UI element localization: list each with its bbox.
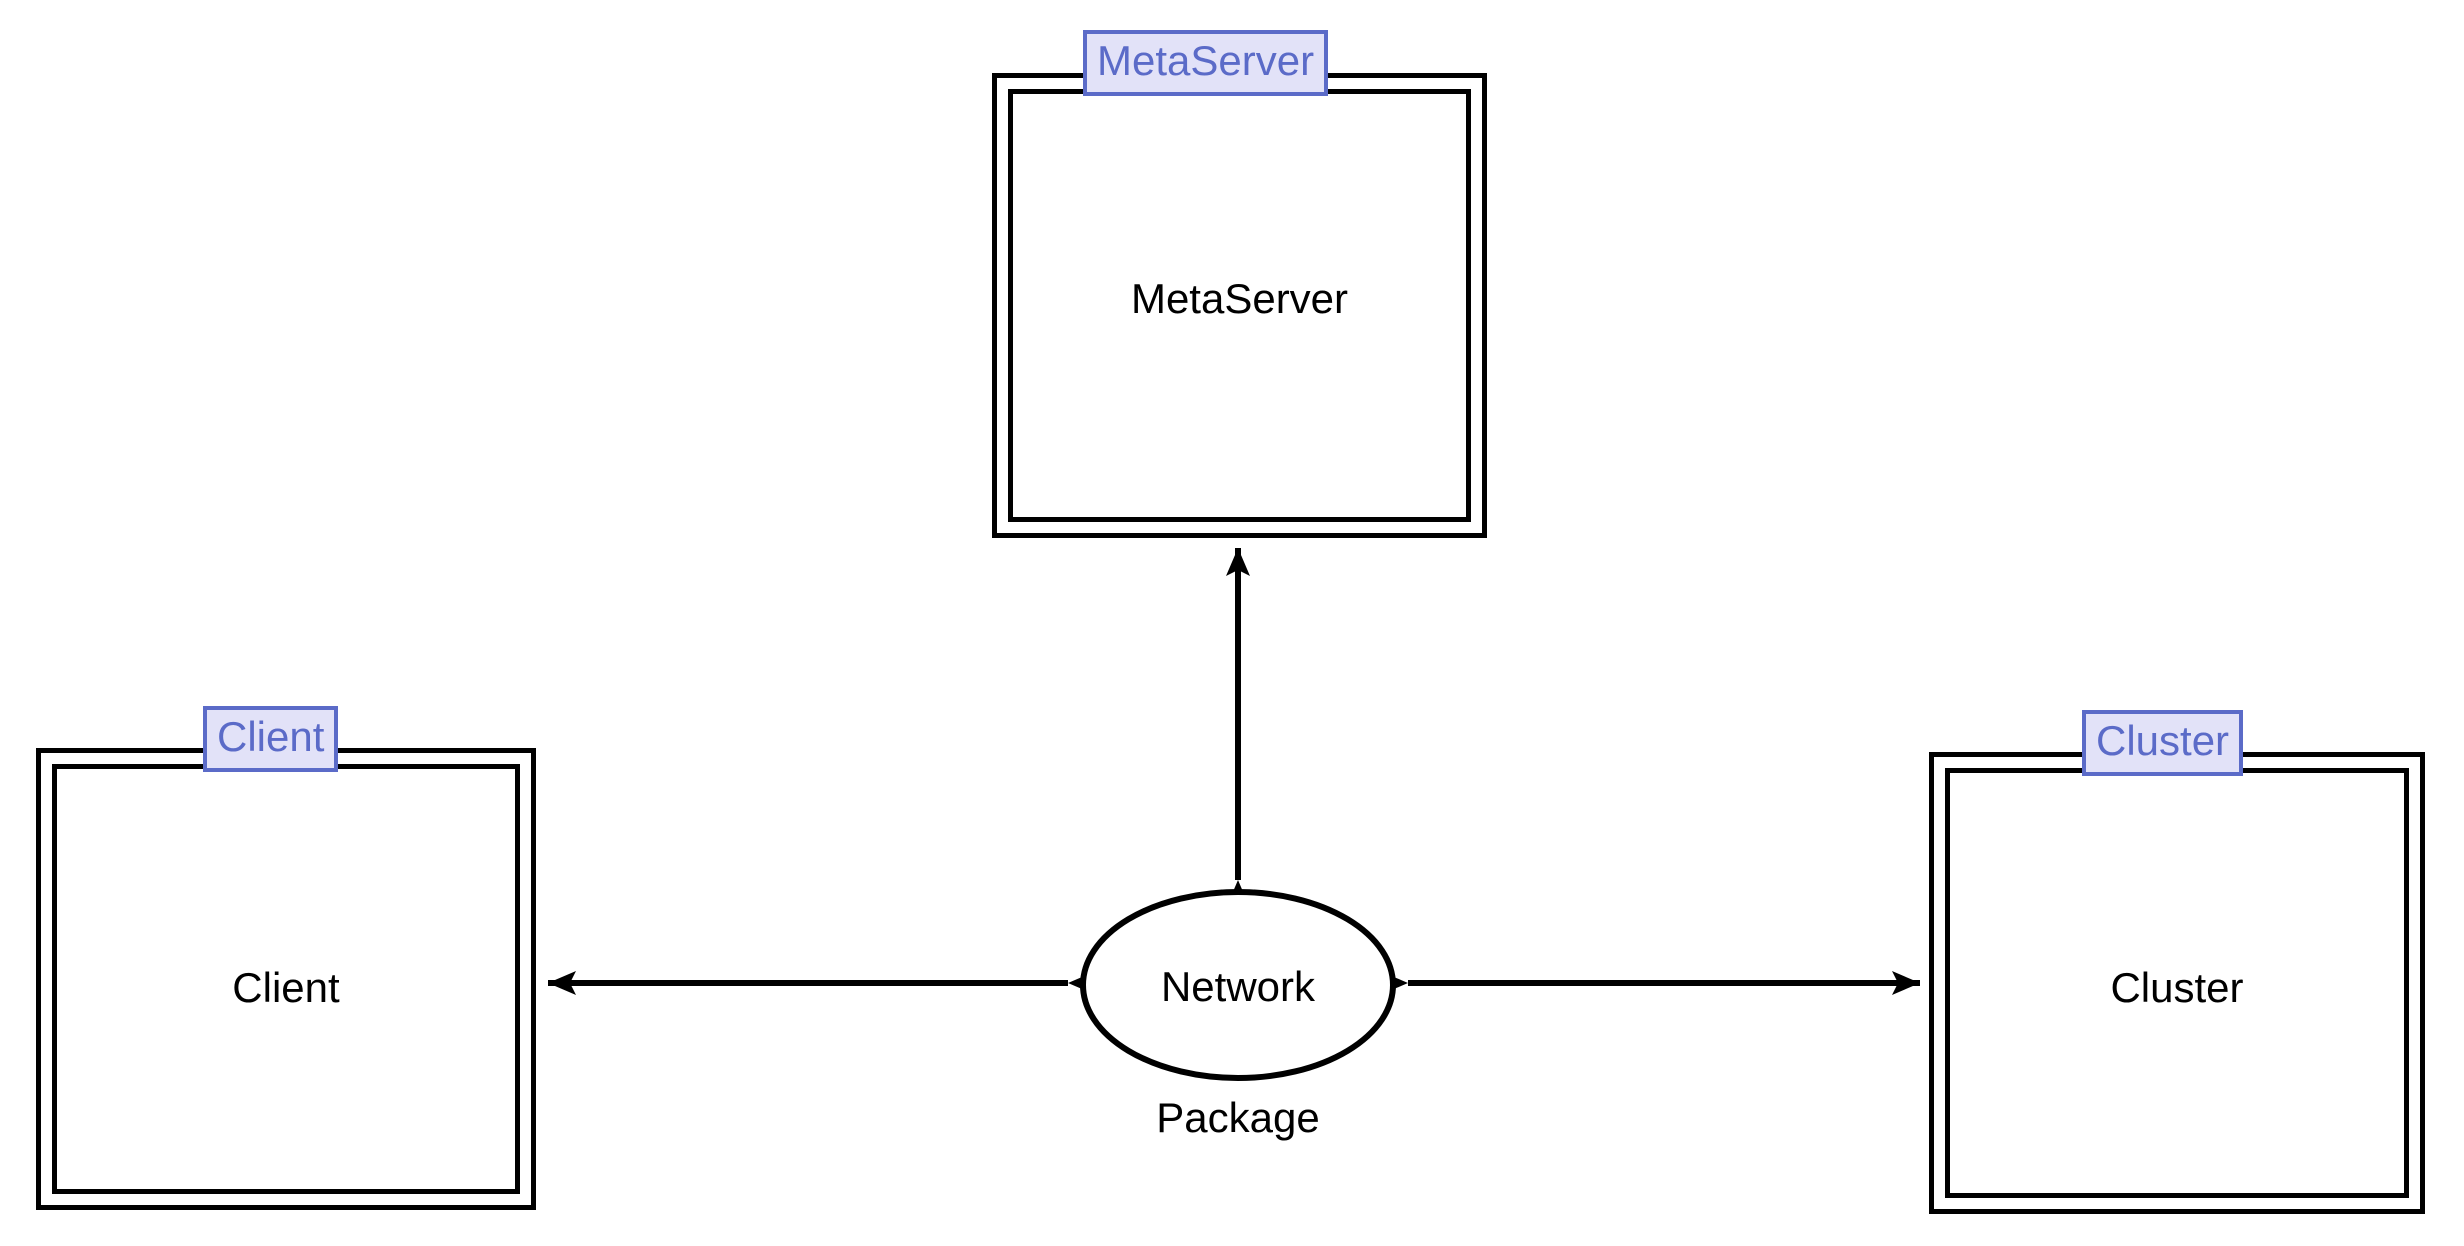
network-sublabel: Package	[1156, 1094, 1320, 1141]
node-cluster-tag[interactable]: Cluster	[2082, 710, 2244, 776]
node-cluster-label: Cluster	[2110, 964, 2244, 1011]
node-client-tag[interactable]: Client	[203, 706, 339, 772]
node-cluster-inner-border	[1945, 768, 2409, 1198]
node-metaserver-tag[interactable]: MetaServer	[1083, 30, 1329, 96]
network-label: Network	[1160, 963, 1316, 1010]
node-metaserver[interactable]: MetaServer	[992, 73, 1487, 538]
node-client[interactable]: Client	[36, 748, 536, 1210]
network-ellipse-shape[interactable]	[1080, 889, 1396, 1081]
node-client-label: Client	[232, 964, 340, 1011]
node-metaserver-inner-border	[1008, 89, 1471, 522]
network-ellipse[interactable]	[1080, 889, 1396, 1081]
node-metaserver-label: MetaServer	[1130, 275, 1349, 322]
node-cluster[interactable]: Cluster	[1929, 752, 2425, 1214]
